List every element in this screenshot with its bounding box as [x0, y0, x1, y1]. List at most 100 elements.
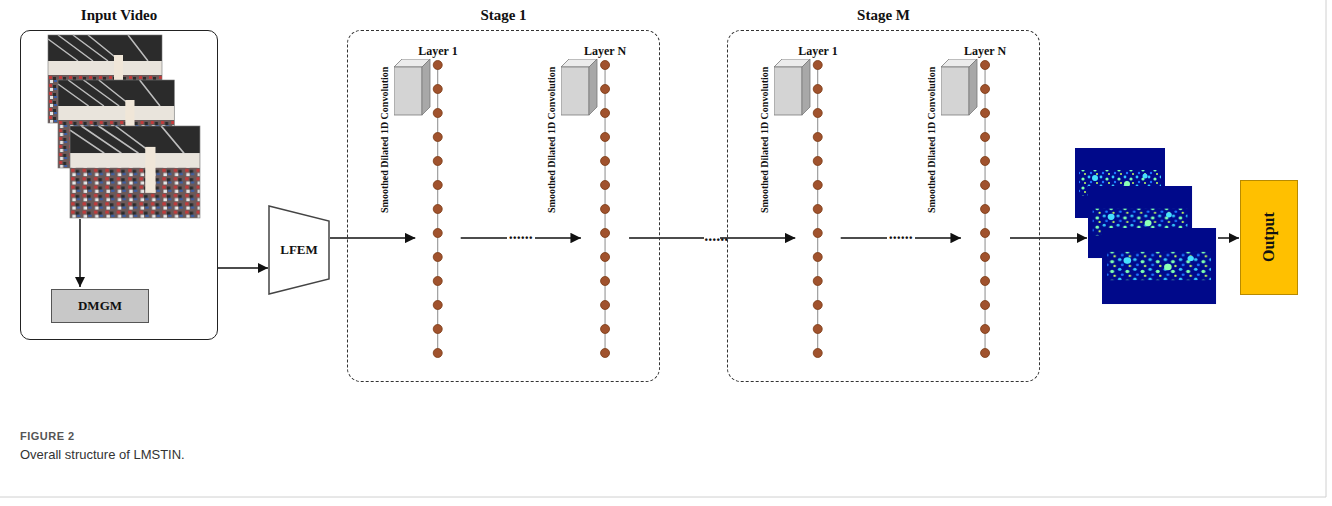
panel-title: Input Video — [21, 6, 217, 24]
layer-column: Layer 1 — [795, 41, 840, 367]
arrow-connector — [330, 237, 415, 239]
neuron-dot — [600, 325, 609, 334]
layer-column: Layer N — [961, 41, 1009, 367]
stage-panel: Smoothed Dilated 1D Convolution Layer 1 Sm… — [727, 30, 1040, 382]
neuron-dot — [813, 277, 822, 286]
neuron-dot — [600, 301, 609, 310]
conv-label: Smoothed Dilated 1D Convolution — [759, 67, 771, 213]
arrow-connector — [218, 267, 268, 269]
conv-block: Smoothed Dilated 1D Convolution — [546, 59, 599, 211]
video-frame — [70, 126, 200, 218]
neuron-dot — [813, 85, 822, 94]
neuron-dot — [433, 133, 442, 142]
neuron-dot — [600, 181, 609, 190]
figure-caption: Overall structure of LMSTIN. — [20, 447, 185, 462]
neuron-dot — [600, 229, 609, 238]
block-side — [969, 59, 977, 115]
neuron-dot — [813, 109, 822, 118]
neuron-dot — [600, 277, 609, 286]
layer-dots — [415, 59, 460, 363]
layer-dots — [581, 59, 629, 363]
neuron-dot — [433, 229, 442, 238]
lfem-module: LFEM — [268, 205, 330, 295]
neuron-dot — [600, 85, 609, 94]
ellipsis-label: ...... — [704, 228, 720, 245]
block-front — [941, 67, 969, 115]
layer-column: Layer 1 — [415, 41, 460, 367]
conv-block: Smoothed Dilated 1D Convolution — [379, 59, 432, 211]
conv-block-shape — [561, 59, 598, 116]
block-side — [802, 59, 810, 115]
neuron-dot — [980, 349, 989, 358]
neuron-dot — [600, 109, 609, 118]
stage-panel: Smoothed Dilated 1D Convolution Layer 1 Sm… — [347, 30, 660, 382]
neuron-dot — [980, 61, 989, 70]
flow-arrow — [1218, 237, 1239, 239]
output-box: Output — [1240, 180, 1298, 295]
layer-label: Layer 1 — [418, 44, 457, 58]
neuron-dot — [980, 85, 989, 94]
panel-title: Stage M — [728, 6, 1039, 24]
layer-column: Layer N — [581, 41, 629, 367]
neuron-dot — [813, 157, 822, 166]
neuron-dot — [433, 277, 442, 286]
neuron-dot — [600, 133, 609, 142]
density-map — [1102, 228, 1216, 304]
dmgm-module: DMGM — [51, 289, 149, 323]
conv-block: Smoothed Dilated 1D Convolution — [759, 59, 812, 211]
neuron-dot — [600, 205, 609, 214]
neuron-dot — [600, 349, 609, 358]
neuron-dot — [980, 181, 989, 190]
neuron-dot — [813, 301, 822, 310]
neuron-dot — [600, 253, 609, 262]
neuron-dot — [600, 61, 609, 70]
layer-label: Layer N — [964, 44, 1006, 58]
ellipsis-label: ...... — [507, 226, 535, 242]
conv-label: Smoothed Dilated 1D Convolution — [926, 67, 938, 213]
conv-label: Smoothed Dilated 1D Convolution — [546, 67, 558, 213]
conv-block-shape — [394, 59, 431, 116]
neuron-dot — [433, 349, 442, 358]
output-label: Output — [1260, 213, 1278, 263]
neuron-dot — [813, 205, 822, 214]
neuron-dot — [433, 61, 442, 70]
trapezoid-outline — [269, 206, 329, 294]
neuron-dot — [433, 301, 442, 310]
neuron-dot — [813, 229, 822, 238]
neuron-dot — [433, 205, 442, 214]
neuron-dot — [980, 157, 989, 166]
page-border — [1326, 0, 1327, 497]
neuron-dot — [813, 181, 822, 190]
page-border — [0, 497, 1326, 498]
neuron-dot — [813, 325, 822, 334]
conv-block-shape — [941, 59, 978, 116]
neuron-dot — [433, 181, 442, 190]
block-side — [589, 59, 597, 115]
figure-number: FIGURE 2 — [20, 430, 75, 442]
conv-label: Smoothed Dilated 1D Convolution — [379, 67, 391, 213]
neuron-dot — [433, 157, 442, 166]
neuron-dot — [433, 253, 442, 262]
neuron-dot — [813, 133, 822, 142]
flow-arrow — [1010, 237, 1087, 239]
layer-dots — [795, 59, 840, 363]
neuron-dot — [980, 301, 989, 310]
neuron-dot — [813, 61, 822, 70]
module-label: LFEM — [280, 242, 318, 258]
neuron-dot — [433, 109, 442, 118]
panel-title: Stage 1 — [348, 6, 659, 24]
module-label: DMGM — [78, 298, 122, 314]
neuron-dot — [980, 277, 989, 286]
neuron-dot — [813, 349, 822, 358]
neuron-dot — [980, 205, 989, 214]
layer-label: Layer N — [584, 44, 626, 58]
layer-dots — [961, 59, 1009, 363]
flow-arrow — [79, 219, 81, 287]
neuron-dot — [980, 325, 989, 334]
conv-block: Smoothed Dilated 1D Convolution — [926, 59, 979, 211]
neuron-dot — [433, 85, 442, 94]
ellipsis-label: ...... — [887, 226, 915, 242]
